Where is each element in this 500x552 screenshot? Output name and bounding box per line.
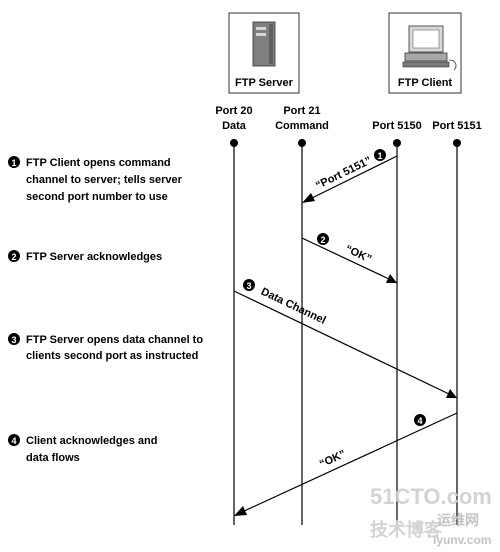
server-label: FTP Server [235, 77, 294, 89]
watermark-line4: iyunv.com [433, 533, 491, 547]
step-4-description: 4 Client acknowledges and data flows [8, 434, 157, 464]
watermark-line3: 运维网 [437, 512, 479, 529]
lifeline-port-5150 [393, 139, 401, 525]
svg-text:second port number to use: second port number to use [26, 191, 168, 203]
svg-text:channel to server; tells serve: channel to server; tells server [26, 174, 183, 186]
svg-text:4: 4 [11, 436, 16, 446]
step-2-description: 2 FTP Server acknowledges [8, 250, 162, 263]
message-port-5151: 1 “Port 5151” [302, 149, 398, 203]
watermark-line1: 51CTO.com [370, 484, 492, 509]
message-2-label: “OK” [343, 243, 373, 265]
svg-text:3: 3 [246, 281, 251, 291]
watermark: 51CTO.com 技术博客 运维网 iyunv.com [370, 484, 492, 547]
lifeline-port-5151 [453, 139, 461, 525]
message-ok-1: 2 “OK” [301, 233, 397, 283]
step-3-marker [243, 279, 255, 291]
port-5151-label: Port 5151 [432, 120, 482, 132]
svg-text:2: 2 [320, 235, 325, 245]
svg-text:clients second port as instruc: clients second port as instructed [26, 350, 198, 362]
svg-text:4: 4 [417, 416, 422, 426]
ftp-server-node: FTP Server [228, 12, 300, 94]
svg-text:1: 1 [11, 158, 16, 168]
step-4-marker [414, 414, 426, 426]
svg-text:FTP Server opens data channel: FTP Server opens data channel to [26, 334, 203, 346]
port-5150-label: Port 5150 [372, 120, 422, 132]
message-4-label: “OK” [318, 448, 348, 470]
step-2-marker [317, 233, 329, 245]
svg-text:1: 1 [377, 151, 382, 161]
ftp-client-node: FTP Client [388, 12, 462, 94]
port-20-label: Port 20 [215, 105, 252, 117]
computer-icon [402, 25, 457, 71]
port-20-sublabel: Data [222, 120, 247, 132]
step-3-description: 3 FTP Server opens data channel to clien… [8, 333, 203, 362]
step-1-bullet [8, 156, 20, 168]
server-tower-icon [252, 21, 276, 67]
svg-text:FTP Server acknowledges: FTP Server acknowledges [26, 251, 162, 263]
svg-text:FTP Client opens command: FTP Client opens command [26, 157, 171, 169]
lifeline-port-20 [230, 139, 238, 525]
message-1-label: “Port 5151” [314, 155, 374, 192]
lifeline-port-21 [298, 139, 306, 525]
port-21-label: Port 21 [283, 105, 320, 117]
step-4-bullet [8, 434, 20, 446]
svg-text:Client acknowledges and: Client acknowledges and [26, 435, 157, 447]
watermark-line2: 技术博客 [370, 519, 443, 541]
svg-text:2: 2 [11, 252, 16, 262]
step-1-marker [374, 149, 386, 161]
step-1-description: 1 FTP Client opens command channel to se… [8, 156, 183, 203]
step-2-bullet [8, 250, 20, 262]
svg-text:data flows: data flows [26, 452, 80, 464]
svg-text:3: 3 [11, 335, 16, 345]
message-data-channel: 3 Data Channel [233, 279, 457, 398]
step-3-bullet [8, 333, 20, 345]
client-label: FTP Client [398, 77, 453, 89]
port-21-sublabel: Command [275, 120, 329, 132]
message-3-label: Data Channel [259, 286, 328, 327]
